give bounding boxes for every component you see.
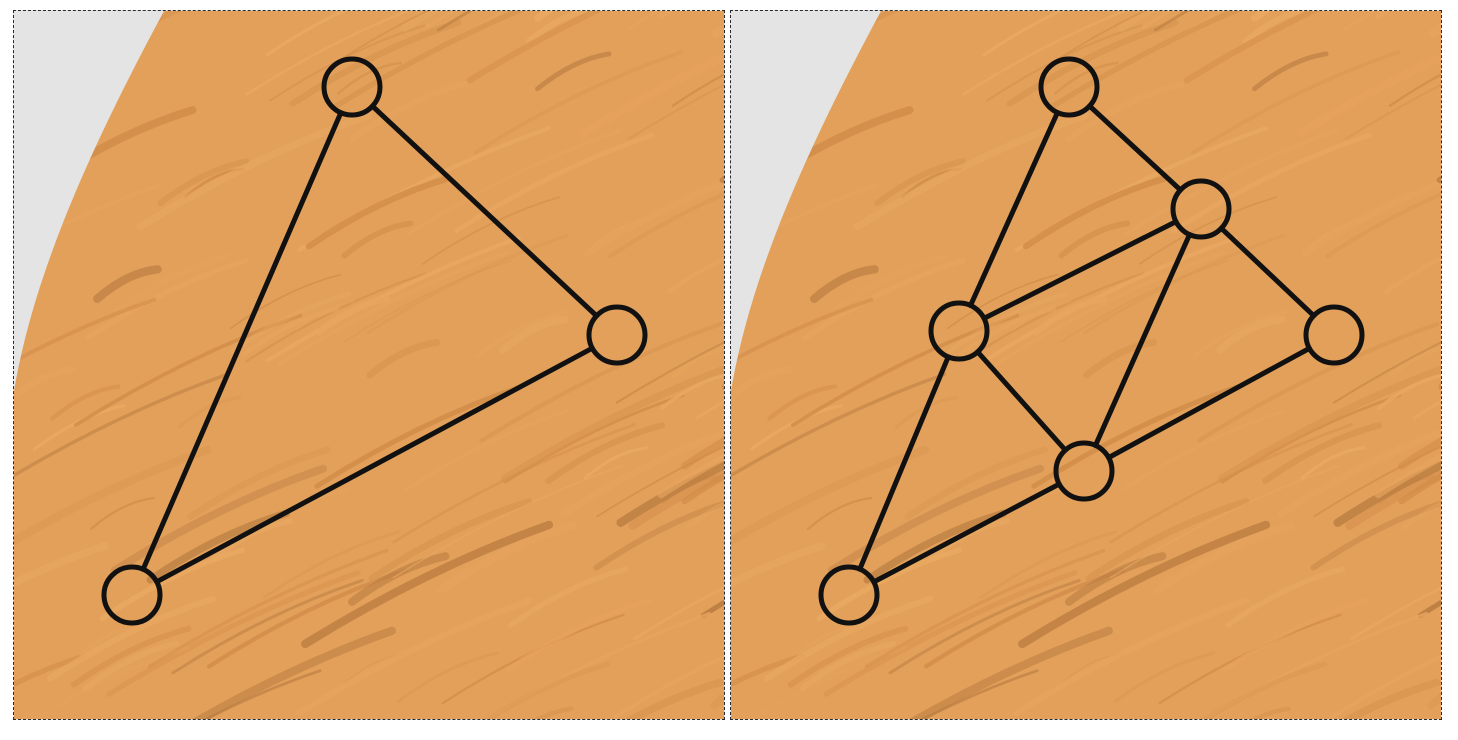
edge-top-to-mid-top-right: [1087, 103, 1183, 193]
original-triangle-diagram: [14, 11, 724, 719]
node-mid-bottom: [1053, 440, 1115, 502]
node-mid-top-right: [1170, 178, 1232, 240]
wood-surface: [14, 11, 724, 719]
edge-top-to-right: [369, 103, 600, 319]
edge-mid-top-left-to-mid-top-right: [981, 219, 1179, 321]
panel-subdivided-triangle: [730, 10, 1442, 720]
edge-top-to-mid-top-left: [968, 110, 1060, 308]
node-right: [1303, 304, 1365, 366]
node-mid-top-left: [928, 300, 990, 362]
edge-mid-top-right-to-mid-bottom: [1092, 232, 1193, 448]
node-bottom-left: [101, 564, 163, 626]
panel-original-triangle: [13, 10, 725, 720]
edge-mid-top-right-to-right: [1218, 225, 1317, 319]
subdivided-triangle-diagram: [731, 11, 1441, 719]
edge-top-to-bottom-left: [140, 110, 344, 572]
edge-mid-top-left-to-bottom-left: [857, 354, 951, 572]
edge-mid-bottom-to-mid-top-left: [975, 349, 1068, 453]
node-top: [1038, 56, 1100, 118]
wood-surface: [731, 11, 1441, 719]
edge-mid-bottom-to-bottom-left: [871, 481, 1062, 585]
node-right: [586, 304, 648, 366]
node-bottom-left: [818, 564, 880, 626]
edge-right-to-mid-bottom: [1106, 345, 1312, 461]
edge-right-to-bottom-left: [154, 345, 595, 585]
node-top: [321, 56, 383, 118]
